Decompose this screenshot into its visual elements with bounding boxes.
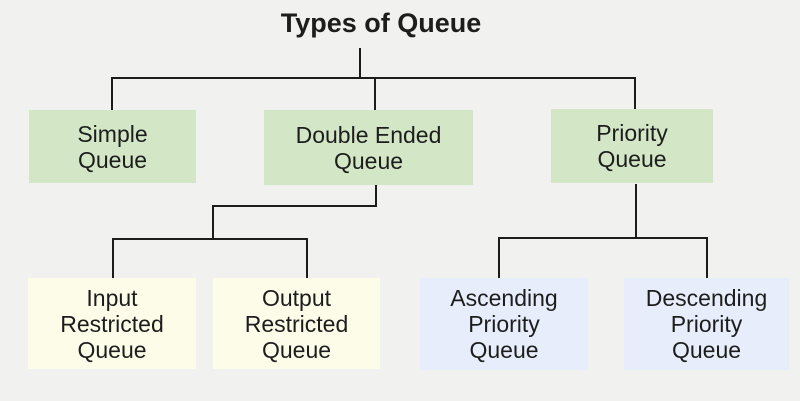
node-input-restricted-queue: Input Restricted Queue xyxy=(28,278,196,369)
node-label-line: Simple xyxy=(77,120,148,147)
diagram-title: Types of Queue xyxy=(280,8,482,38)
node-label-line: Restricted xyxy=(60,310,164,337)
node-output-restricted-queue: Output Restricted Queue xyxy=(213,278,380,369)
edge-deq-children-bar xyxy=(112,238,308,278)
node-label-line: Output xyxy=(261,284,332,311)
node-ascending-priority-queue: Ascending Priority Queue xyxy=(420,278,588,370)
edge-priority-children-bar xyxy=(498,237,708,278)
node-label-line: Queue xyxy=(333,147,404,174)
node-label-line: Queue xyxy=(671,337,742,363)
node-label-line: Priority xyxy=(596,120,668,146)
node-priority-queue: Priority Queue xyxy=(551,109,713,183)
node-label-line: Queue xyxy=(77,336,147,363)
node-label-line: Double Ended xyxy=(295,121,442,148)
edge-root-bar xyxy=(111,77,636,110)
node-simple-queue: Simple Queue xyxy=(29,110,196,183)
edge-deq-elbow xyxy=(212,184,377,239)
node-label-line: Queue xyxy=(597,146,667,172)
node-label-line: Priority xyxy=(670,311,743,337)
node-label-line: Restricted xyxy=(244,310,349,337)
node-label-line: Descending xyxy=(645,285,768,311)
node-double-ended-queue: Double Ended Queue xyxy=(264,110,473,185)
node-descending-priority-queue: Descending Priority Queue xyxy=(624,278,789,370)
node-label-line: Input xyxy=(86,284,138,311)
node-label-line: Ascending xyxy=(450,285,558,311)
node-label-line: Queue xyxy=(77,146,148,173)
node-label-line: Queue xyxy=(261,336,332,363)
node-label-line: Queue xyxy=(469,337,539,363)
node-label-line: Priority xyxy=(468,311,540,337)
